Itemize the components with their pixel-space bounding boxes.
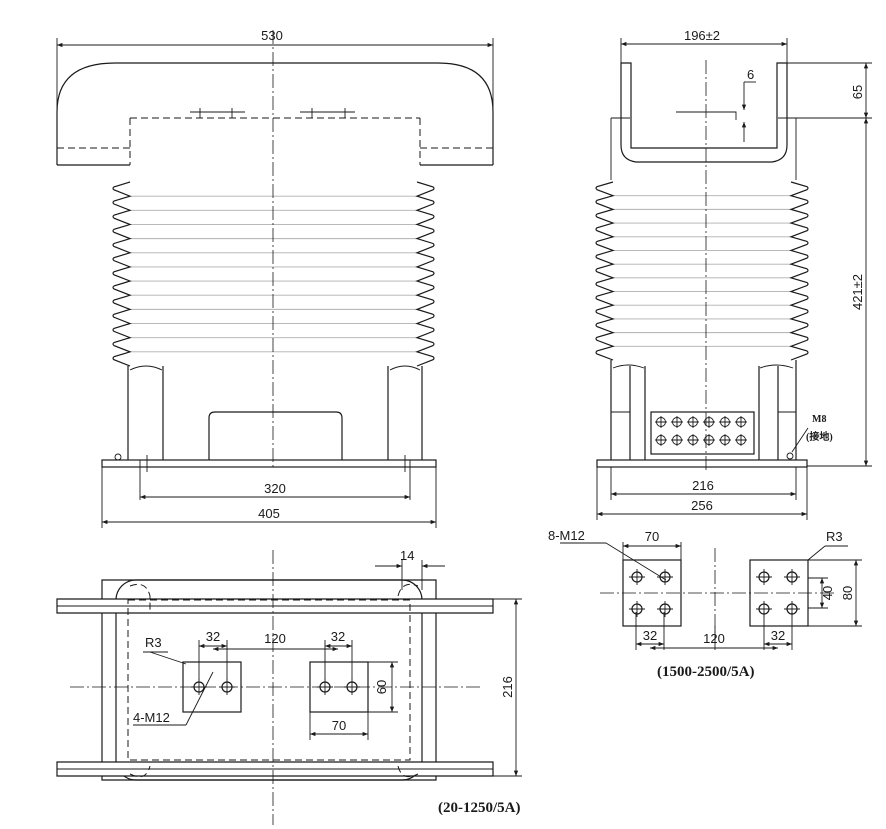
front-base-plate xyxy=(101,459,437,468)
secondary-terminal-block xyxy=(650,411,755,455)
top-holes-label: 4-M12 xyxy=(133,710,170,725)
side-terminal xyxy=(620,62,788,163)
side-insulator-sheds xyxy=(595,181,809,361)
side-ground-bolt-icon xyxy=(786,452,794,460)
caption-small: (20-1250/5A) xyxy=(438,800,521,816)
dim-center-spacing-large: 120 xyxy=(703,631,725,646)
dim-hole-pitch-left: 32 xyxy=(643,628,657,643)
dim-slot: 6 xyxy=(747,67,754,82)
front-legs xyxy=(127,366,423,460)
top-radius-label: R3 xyxy=(145,635,162,650)
dim-corner: 14 xyxy=(400,548,414,563)
top-dim-plate-width: 70 xyxy=(332,718,346,733)
top-view: 14 216 R3 32 120 32 60 70 4-M12 (20-1250… xyxy=(56,548,522,825)
terminal-screws xyxy=(655,416,747,446)
dim-hole-pitch-v: 40 xyxy=(820,586,835,600)
caption-large: (1500-2500/5A) xyxy=(657,664,755,680)
dim-top-depth: 216 xyxy=(500,676,515,698)
ground-bolt-icon xyxy=(114,453,122,461)
large-holes-label: 8-M12 xyxy=(548,528,585,543)
dim-terminal-gap: 196±2 xyxy=(684,28,720,43)
dim-hole-pitch-right: 32 xyxy=(771,628,785,643)
dim-terminal-height: 65 xyxy=(850,85,865,99)
terminal-holes-large xyxy=(629,569,800,617)
dim-plate-width: 70 xyxy=(645,529,659,544)
front-hood xyxy=(56,62,494,165)
top-dim-hole-pitch-left: 32 xyxy=(206,629,220,644)
dim-foot-spacing: 216 xyxy=(692,478,714,493)
side-view: M8 (接地) 196±2 6 65 421±2 216 256 xyxy=(595,28,872,520)
top-dim-plate-height: 60 xyxy=(374,680,389,694)
terminal-detail-large: 70 8-M12 R3 40 80 32 120 32 (1500-2500/5… xyxy=(548,528,862,680)
large-radius-label: R3 xyxy=(826,529,843,544)
front-view: 530 320 405 xyxy=(56,28,494,528)
dim-front-width: 530 xyxy=(261,28,283,43)
top-dim-hole-pitch-right: 32 xyxy=(331,629,345,644)
front-insulator-sheds xyxy=(112,181,435,367)
top-dim-center-spacing: 120 xyxy=(264,631,286,646)
ground-bolt-size: M8 xyxy=(812,414,826,425)
ground-label: (接地) xyxy=(806,430,833,443)
dim-front-base-width: 405 xyxy=(258,506,280,521)
side-base-plate xyxy=(596,459,808,468)
dim-side-base-width: 256 xyxy=(691,498,713,513)
dim-front-bolt-spacing: 320 xyxy=(264,481,286,496)
dim-plate-height: 80 xyxy=(840,586,855,600)
dim-body-height: 421±2 xyxy=(850,274,865,310)
